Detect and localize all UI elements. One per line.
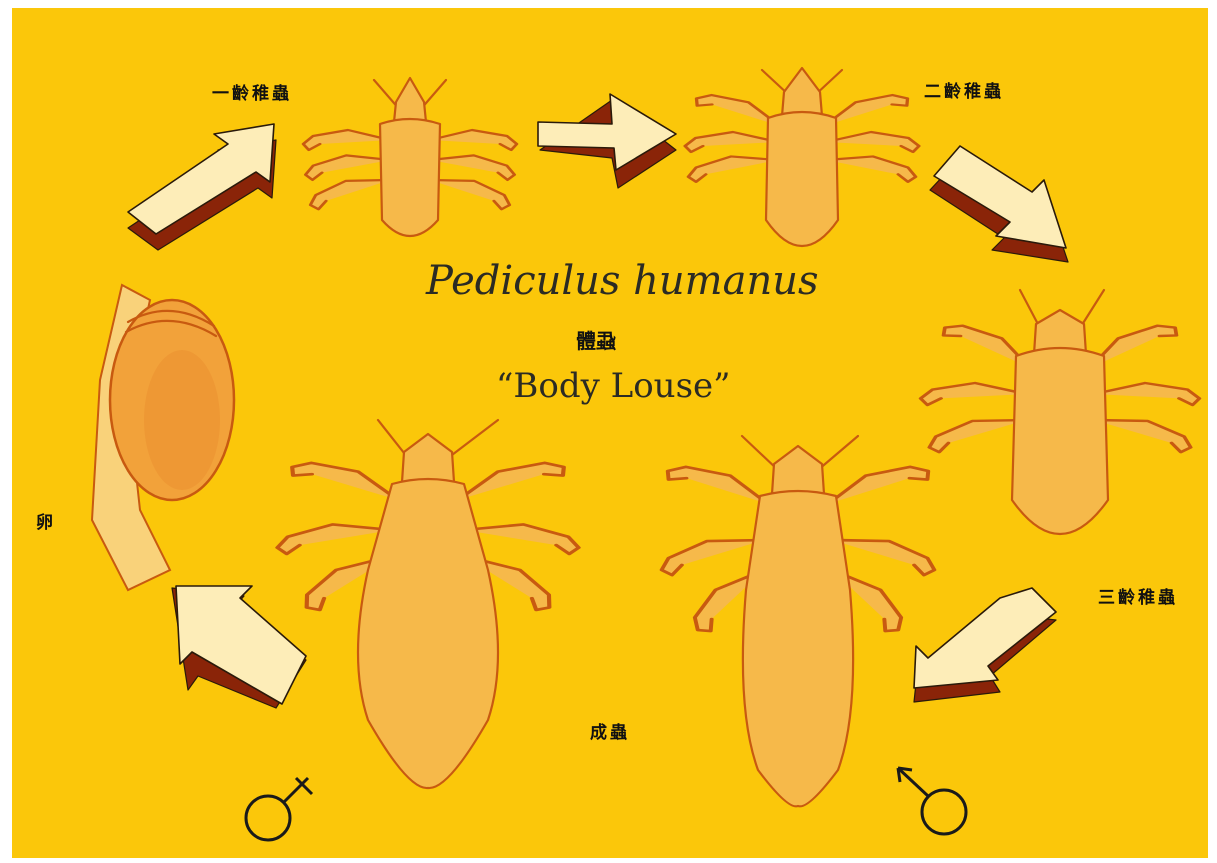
nymph2-label: 二齡稚蟲	[924, 77, 1004, 102]
scientific-name-title: Pediculus humanus	[426, 258, 819, 304]
common-name-title: “Body Louse”	[496, 366, 731, 406]
adult-male-illustration	[653, 436, 943, 806]
first-instar-nymph-illustration	[302, 78, 518, 236]
male-symbol-icon	[898, 768, 966, 834]
second-instar-nymph-illustration	[684, 68, 920, 246]
third-instar-nymph-illustration	[921, 290, 1200, 534]
adult-label: 成蟲	[590, 718, 630, 743]
female-symbol-icon	[246, 778, 312, 840]
egg-label: 卵	[36, 508, 56, 533]
cycle-arrow-icon	[172, 586, 306, 708]
cycle-arrow-icon	[930, 146, 1068, 262]
nymph1-label: 一齡稚蟲	[212, 79, 292, 104]
cycle-arrow-icon	[128, 124, 276, 250]
chinese-name-title: 體蝨	[576, 325, 616, 354]
cycle-arrow-icon	[914, 588, 1056, 702]
cycle-arrow-icon	[538, 94, 676, 188]
egg-illustration	[92, 285, 234, 590]
adult-female-illustration	[273, 420, 584, 788]
nymph3-label: 三齡稚蟲	[1098, 583, 1178, 608]
